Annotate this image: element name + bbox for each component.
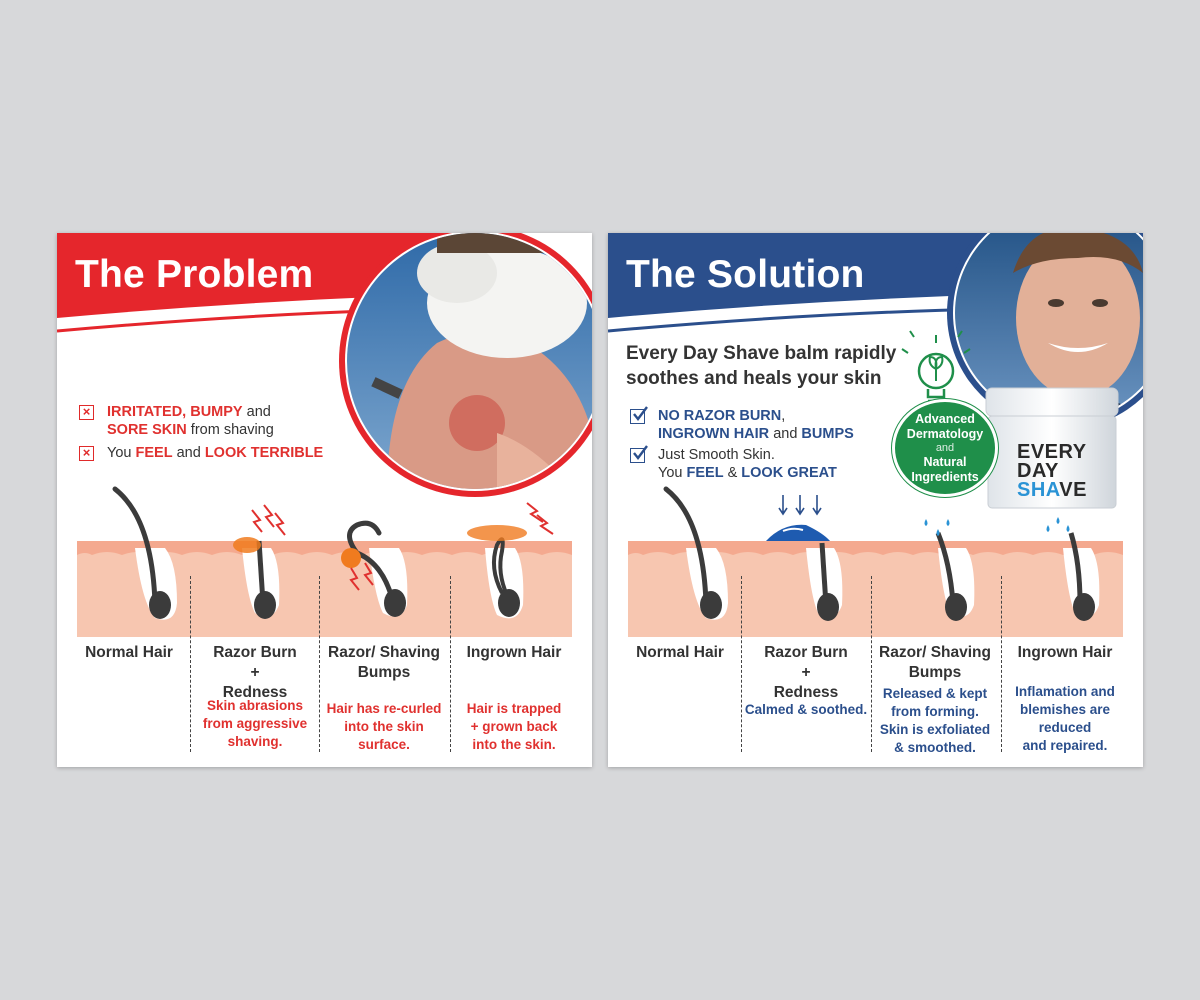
stage-label: Ingrown Hair xyxy=(1017,644,1113,661)
stage-divider xyxy=(319,576,320,752)
badge-and: and xyxy=(935,442,955,454)
point-text: INGROWN HAIR and BUMPS xyxy=(658,426,854,442)
page-title: The Problem xyxy=(75,253,314,296)
checkbox-icon xyxy=(630,406,648,424)
stage-label: Ingrown Hair xyxy=(466,644,562,661)
skin-cross-section xyxy=(628,486,1123,637)
solution-headline: Every Day Shave balm rapidly soothes and… xyxy=(626,343,897,389)
point-text: SORE SKIN from shaving xyxy=(107,422,274,438)
badge-line: Ingredients xyxy=(911,470,979,484)
problem-artwork xyxy=(57,233,592,637)
stage-label: Razor Burn + Redness xyxy=(213,644,297,701)
point-text: You FEEL and LOOK TERRIBLE xyxy=(107,445,324,461)
stage-label: Razor/ Shaving Bumps xyxy=(879,644,991,681)
stage-description: Released & kept from forming. Skin is ex… xyxy=(879,686,991,755)
x-box-icon: × xyxy=(79,446,94,461)
stage-divider xyxy=(1001,576,1002,752)
stage-divider xyxy=(450,576,451,752)
point-text: IRRITATED, BUMPY and xyxy=(107,404,271,420)
solution-card: The Solution Every Day Shave balm rapidl… xyxy=(608,233,1143,767)
stage-label: Razor/ Shaving Bumps xyxy=(328,644,440,681)
stage-divider xyxy=(190,576,191,752)
badge-line: Natural xyxy=(923,455,967,469)
x-box-icon: × xyxy=(79,405,94,420)
stage-description: Skin abrasions from aggressive shaving. xyxy=(202,698,308,749)
point-text: Just Smooth Skin. xyxy=(658,447,775,463)
point-text: You FEEL & LOOK GREAT xyxy=(658,465,837,481)
stage-divider xyxy=(871,576,872,752)
skin-cross-section xyxy=(77,486,572,637)
solution-artwork xyxy=(608,233,1143,637)
page-title: The Solution xyxy=(626,253,865,296)
stage-description: Calmed & soothed. xyxy=(744,702,868,717)
point-text: NO RAZOR BURN, xyxy=(658,408,786,424)
brand-logo: EVERY DAY SHAVE xyxy=(1017,441,1087,501)
checkbox-icon xyxy=(630,445,648,463)
ingredients-badge: Advanced Dermatology and Natural Ingredi… xyxy=(892,399,998,497)
balm-jar-image xyxy=(985,387,1119,509)
badge-line: Dermatology xyxy=(906,427,984,441)
stage-divider xyxy=(741,576,742,752)
badge-line: Advanced xyxy=(915,412,975,426)
stage-description: Hair has re-curled into the skin surface… xyxy=(326,701,442,752)
stage-label: Razor Burn + Redness xyxy=(764,644,848,701)
lightbulb-icon xyxy=(901,330,971,407)
stage-label: Normal Hair xyxy=(636,644,724,661)
stage-label: Normal Hair xyxy=(85,644,173,661)
stage-description: Inflamation and blemishes are reduced an… xyxy=(1015,684,1115,753)
stage-description: Hair is trapped + grown back into the sk… xyxy=(466,701,562,752)
